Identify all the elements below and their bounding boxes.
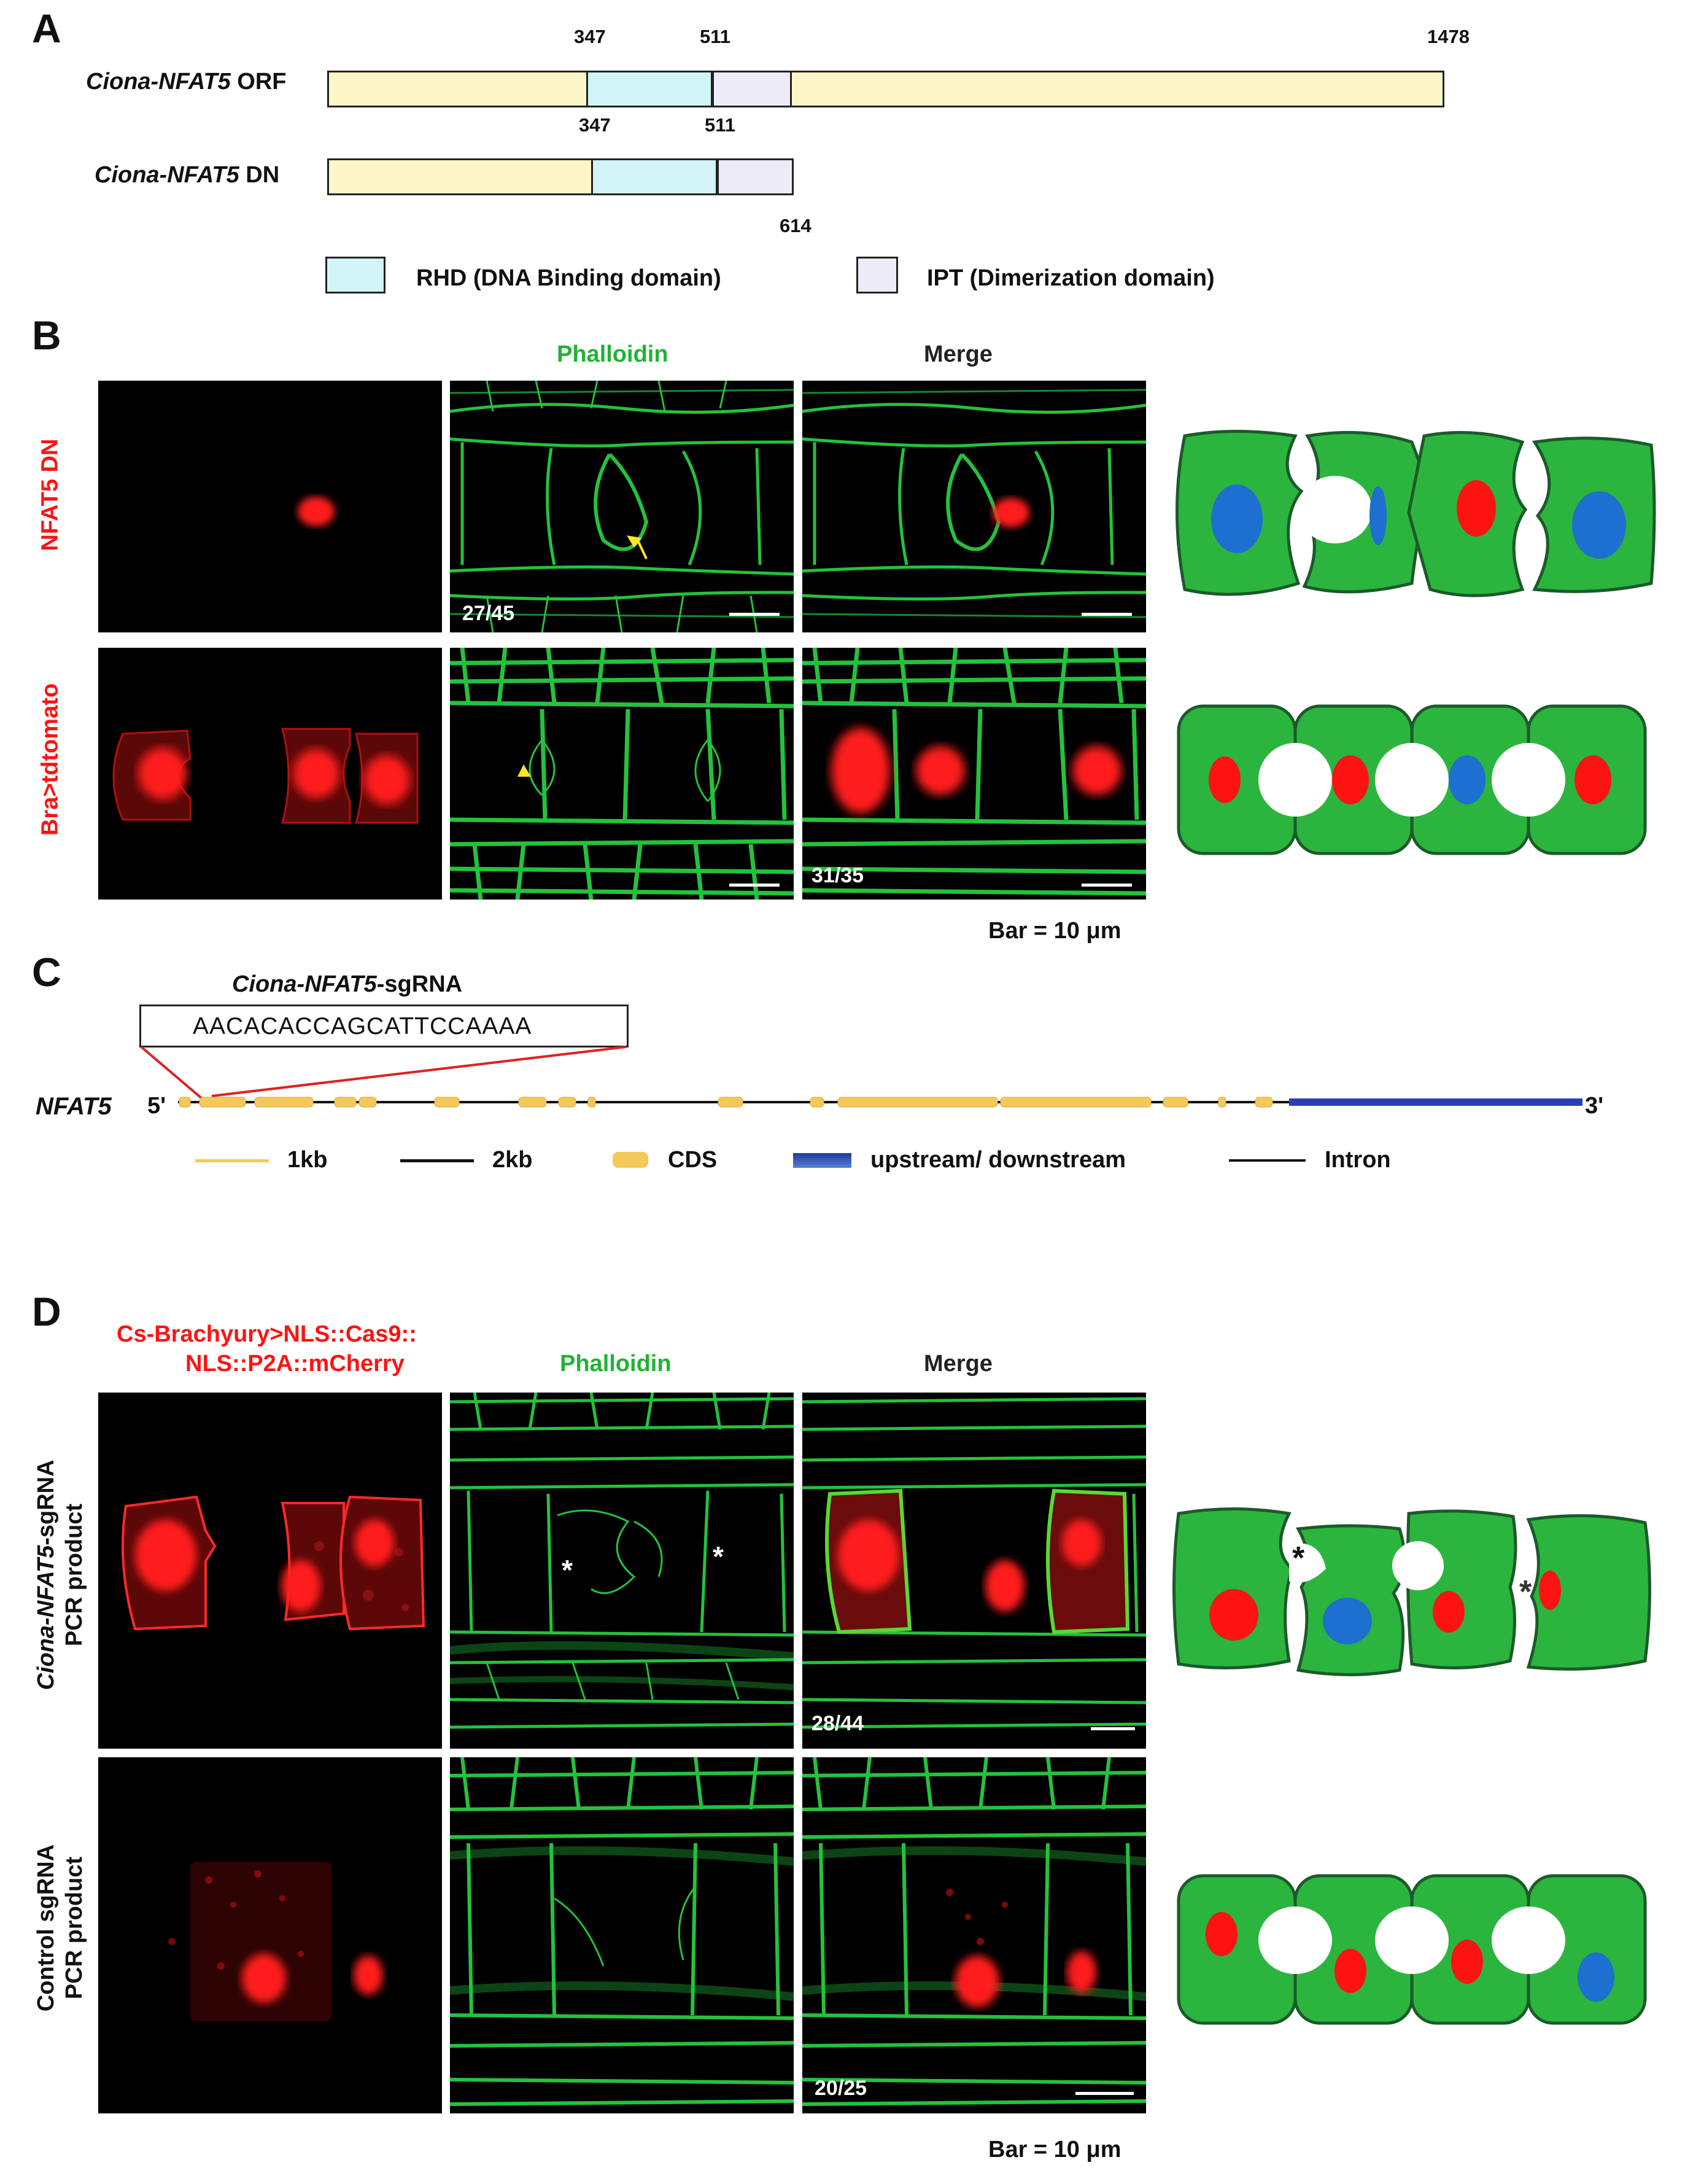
b-row2-schematic xyxy=(1177,704,1647,855)
sgrna-sequence: AACACACCAGCATTCCAAAA xyxy=(193,1013,532,1040)
d-row2-schematic xyxy=(1177,1874,1647,2025)
three-prime: 3' xyxy=(1585,1093,1604,1119)
orf-row-label: Ciona-NFAT5 ORF xyxy=(86,69,287,95)
d-row1-phalloidin: * * xyxy=(450,1393,794,1749)
b-row1-schematic xyxy=(1176,430,1656,597)
b-row1-phalloidin: 27/45 xyxy=(450,381,794,632)
b-row2-merge: 31/35 xyxy=(802,648,1146,900)
orf-tick-511: 511 xyxy=(700,26,731,47)
d-construct-line2: NLS::P2A::mCherry xyxy=(185,1351,405,1377)
orf-tick-511-line xyxy=(711,71,714,107)
panel-d-label: D xyxy=(32,1289,61,1334)
legend-1kb: 1kb xyxy=(287,1147,328,1173)
sgrna-sequence-box xyxy=(139,1005,629,1047)
orf-bar xyxy=(327,71,1444,107)
sgrna-pointer-lines xyxy=(140,1046,627,1100)
b-row1-merge xyxy=(802,381,1146,632)
panel-a-label: A xyxy=(32,6,61,51)
d-row1-asterisk-2: * xyxy=(713,1541,724,1572)
legend-rhd-label: RHD (DNA Binding domain) xyxy=(416,265,721,291)
d-construct-line1: Cs-Brachyury>NLS::Cas9:: xyxy=(117,1321,417,1347)
d-row1-scale-bar xyxy=(1091,1727,1135,1730)
d-row2-count: 20/25 xyxy=(815,2077,867,2100)
sgrna-title: Ciona-NFAT5-sgRNA xyxy=(232,971,463,997)
legend-updown: upstream/ downstream xyxy=(870,1147,1126,1173)
panel-c-label: C xyxy=(32,949,61,995)
b-column-merge: Merge xyxy=(924,341,993,367)
b-row1-red-channel xyxy=(98,381,442,632)
legend-1kb-line xyxy=(195,1159,269,1162)
b-row2-red-channel xyxy=(98,648,442,900)
legend-ipt-label: IPT (Dimerization domain) xyxy=(927,265,1215,291)
b-row2-count: 31/35 xyxy=(812,864,864,887)
d-row2-red-channel xyxy=(98,1757,442,2113)
legend-2kb: 2kb xyxy=(492,1147,533,1173)
b-row2-scale-bar xyxy=(729,884,780,887)
orf-ipt-domain xyxy=(712,71,792,107)
legend-cds: CDS xyxy=(668,1147,718,1173)
legend-intron-line xyxy=(1229,1159,1306,1162)
dn-tick-511: 511 xyxy=(705,114,736,136)
five-prime: 5' xyxy=(147,1093,166,1119)
d-row2-phalloidin xyxy=(450,1757,794,2113)
d-schematic-asterisk-2: * xyxy=(1519,1574,1532,1610)
dn-tick-347: 347 xyxy=(579,114,611,136)
legend-ipt-swatch xyxy=(856,257,898,293)
b-row1-merge-scale-bar xyxy=(1082,613,1132,616)
d-row1-red-channel xyxy=(98,1393,442,1749)
panel-b-label: B xyxy=(32,313,61,358)
dn-tick-614: 614 xyxy=(780,215,812,236)
b-row2-merge-scale-bar xyxy=(1082,884,1132,887)
d-column-phalloidin: Phalloidin xyxy=(560,1351,672,1377)
legend-intron: Intron xyxy=(1325,1147,1391,1173)
d-row1-merge: 28/44 xyxy=(802,1393,1146,1749)
b-row2-phalloidin xyxy=(450,648,794,900)
d-row1-schematic: * * xyxy=(1172,1507,1651,1676)
gene-label: NFAT5 xyxy=(36,1093,112,1120)
b-scale-bar-text: Bar = 10 μm xyxy=(988,918,1121,944)
d-column-merge: Merge xyxy=(924,1351,993,1377)
b-row1-scale-bar xyxy=(729,613,780,616)
d-schematic-asterisk-1: * xyxy=(1292,1541,1305,1576)
d-scale-bar-text: Bar = 10 μm xyxy=(988,2137,1121,2163)
legend-cds-swatch xyxy=(613,1152,648,1168)
d-row1-asterisk-1: * xyxy=(562,1554,573,1586)
dn-rhd-domain xyxy=(591,158,719,195)
dn-ipt-domain xyxy=(717,158,794,195)
d-row1-count: 28/44 xyxy=(812,1712,864,1735)
orf-tick-347: 347 xyxy=(574,26,606,47)
dn-row-label: Ciona-NFAT5 DN xyxy=(95,162,280,188)
legend-updown-swatch xyxy=(793,1153,851,1168)
legend-rhd-swatch xyxy=(325,257,385,293)
b-column-phalloidin: Phalloidin xyxy=(557,341,668,367)
b-row1-count: 27/45 xyxy=(462,602,515,625)
d-row2-merge: 20/25 xyxy=(802,1757,1146,2113)
d-row2-scale-bar xyxy=(1075,2092,1134,2095)
gene-structure xyxy=(178,1097,1582,1108)
orf-tick-1478: 1478 xyxy=(1427,26,1470,47)
legend-2kb-line xyxy=(400,1159,474,1162)
dn-tick-511-line xyxy=(716,158,719,195)
